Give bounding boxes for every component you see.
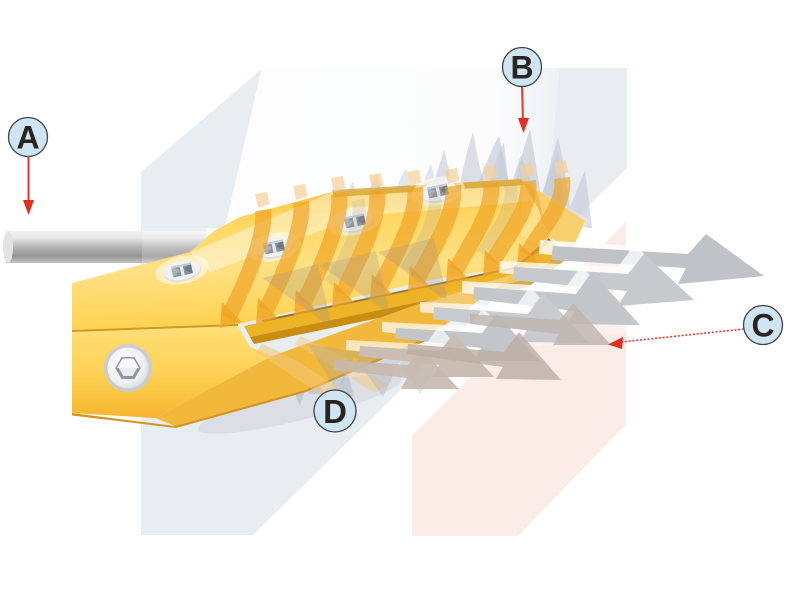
- svg-text:A: A: [16, 120, 39, 156]
- svg-text:C: C: [751, 308, 774, 344]
- svg-text:D: D: [323, 393, 347, 430]
- svg-text:B: B: [510, 50, 533, 86]
